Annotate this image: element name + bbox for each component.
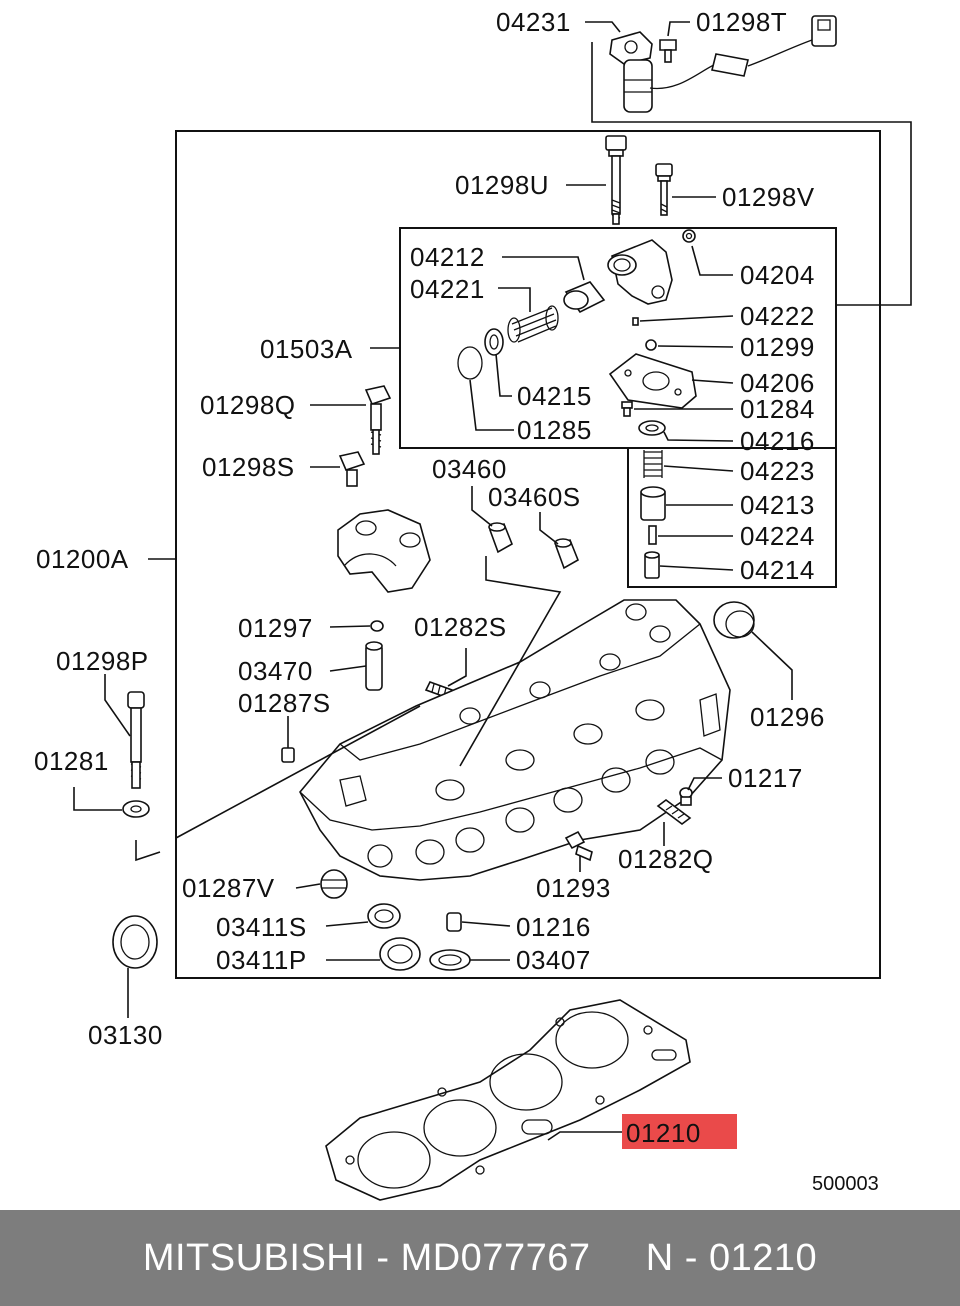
seal-03411S	[367, 903, 401, 929]
label-04206: 04206	[740, 368, 815, 398]
brand-name: MITSUBISHI	[142, 1236, 366, 1279]
spacer	[590, 1237, 645, 1280]
nut-04204	[682, 229, 696, 243]
label-04223: 04223	[740, 456, 815, 486]
bolt-01298P	[127, 691, 145, 789]
seal-03130	[112, 915, 158, 969]
label-04224: 04224	[740, 521, 815, 551]
hla-subframe	[400, 447, 837, 588]
guide-03470	[365, 641, 383, 691]
label-04222: 04222	[740, 301, 815, 331]
label-01282Q: 01282Q	[618, 844, 714, 874]
screw-01284	[621, 401, 633, 417]
ring-01285	[457, 346, 483, 380]
plunger-04213	[640, 486, 666, 521]
label-01298U: 01298U	[455, 170, 549, 200]
label-03130: 03130	[88, 1020, 163, 1050]
label-01298T: 01298T	[696, 7, 787, 37]
label-01281: 01281	[34, 746, 109, 776]
label-01284: 01284	[740, 394, 815, 424]
rocker-arm-04204	[607, 239, 673, 305]
plate-04206	[608, 353, 697, 409]
label-01285: 01285	[517, 415, 592, 445]
sleeve-04212	[563, 281, 606, 314]
bolt-01298Q	[364, 385, 392, 455]
label-03460S: 03460S	[488, 482, 581, 512]
ref-prefix: N -	[645, 1236, 709, 1279]
label-01200A: 01200A	[36, 544, 129, 574]
label-01296: 01296	[750, 702, 825, 732]
solenoid-valve-04231	[609, 15, 837, 113]
pin-04222	[632, 317, 639, 326]
label-01210: 01210	[626, 1118, 701, 1148]
ball-01299	[645, 339, 657, 351]
spring-04221	[507, 305, 559, 343]
seal-03411P	[379, 937, 421, 971]
label-01299: 01299	[740, 332, 815, 362]
plug-01297	[370, 620, 384, 632]
label-04214: 04214	[740, 555, 815, 585]
ref-number: 01210	[709, 1236, 818, 1279]
separator: -	[365, 1236, 401, 1279]
bolt-01298U	[605, 135, 627, 225]
label-01298Q: 01298Q	[200, 390, 296, 420]
bolt-01298V	[655, 163, 673, 216]
label-01297: 01297	[238, 613, 313, 643]
washer-04216	[638, 420, 666, 436]
label-03460: 03460	[432, 454, 507, 484]
seal-03407	[429, 949, 471, 971]
label-03411S: 03411S	[216, 912, 307, 942]
label-03407: 03407	[516, 945, 591, 975]
cap-plug-01296	[713, 601, 755, 639]
part-number: MD077767	[400, 1236, 591, 1279]
plug-01287V	[320, 869, 348, 899]
label-04212: 04212	[410, 242, 485, 272]
label-01287V: 01287V	[182, 873, 275, 903]
label-04215: 04215	[517, 381, 592, 411]
label-01216: 01216	[516, 912, 591, 942]
guide-03460	[488, 522, 514, 554]
bolt-01298S	[338, 451, 366, 487]
label-01298P: 01298P	[56, 646, 149, 676]
stud-01217	[679, 787, 693, 806]
cylinder-head	[299, 599, 731, 881]
label-01503A: 01503A	[260, 334, 353, 364]
label-01293: 01293	[536, 873, 611, 903]
washer-01281	[122, 800, 150, 818]
head-gasket-01210	[325, 999, 691, 1201]
parts-diagram: 04231 01298T 01298U 01298V 04212 04204 0…	[34, 7, 912, 1201]
pin-04224	[648, 525, 657, 545]
plunger-04214	[644, 551, 660, 579]
label-01217: 01217	[728, 763, 803, 793]
plug-01287S	[281, 747, 295, 763]
label-04204: 04204	[740, 260, 815, 290]
guide-03460S	[554, 538, 580, 570]
label-01287S: 01287S	[238, 688, 331, 718]
label-03470: 03470	[238, 656, 313, 686]
stud-01282Q	[656, 799, 692, 825]
label-04213: 04213	[740, 490, 815, 520]
label-04221: 04221	[410, 274, 485, 304]
bolt-01293	[564, 830, 593, 862]
label-04231: 04231	[496, 7, 571, 37]
highlight-01210	[622, 1114, 737, 1149]
label-01282S: 01282S	[414, 612, 507, 642]
figure-number: 500003	[812, 1173, 879, 1195]
solenoid-callout-bracket	[591, 42, 912, 306]
bolt-01298T	[659, 39, 677, 63]
label-01298S: 01298S	[202, 452, 295, 482]
seal-04215	[484, 328, 504, 356]
label-01298V: 01298V	[722, 182, 815, 212]
cap-01216	[446, 912, 462, 932]
bearing-cap	[337, 509, 431, 593]
label-04216: 04216	[740, 426, 815, 456]
part-info-footer: MITSUBISHI - MD077767 N - 01210	[0, 1210, 960, 1306]
leader-lines	[73, 21, 793, 1141]
cylinder-head-frame	[175, 130, 881, 979]
spring-04223	[643, 450, 663, 478]
label-03411P: 03411P	[216, 945, 307, 975]
part-labels: 04231 01298T 01298U 01298V 04212 04204 0…	[34, 7, 879, 1195]
